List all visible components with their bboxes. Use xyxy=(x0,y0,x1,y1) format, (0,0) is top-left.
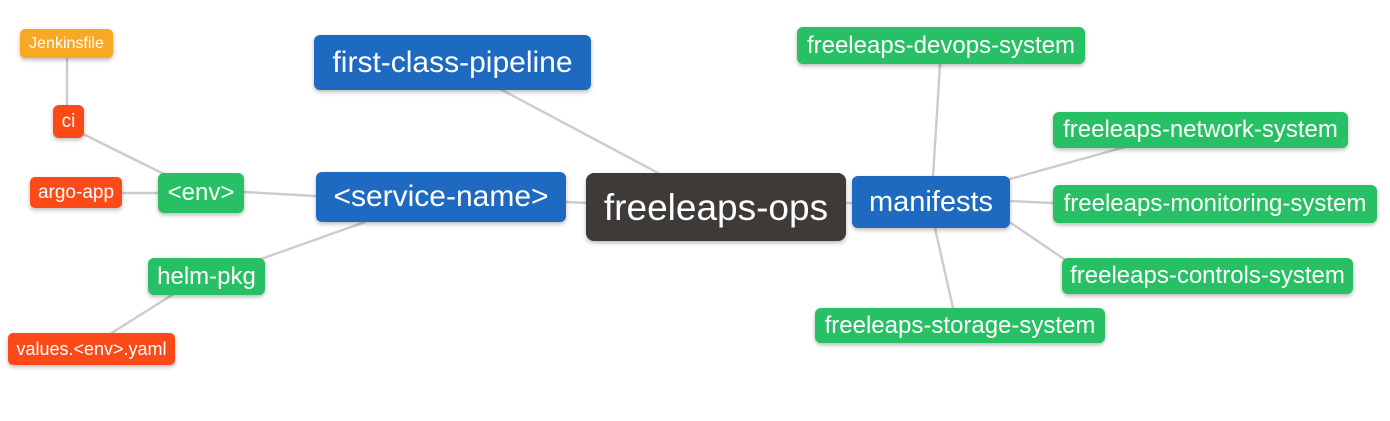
node-manifests[interactable]: manifests xyxy=(852,176,1010,228)
node-freeleaps-monitoring-system[interactable]: freeleaps-monitoring-system xyxy=(1053,185,1377,223)
node-freeleaps-storage-system[interactable]: freeleaps-storage-system xyxy=(815,308,1105,343)
edge-service-name-to-helm-pkg xyxy=(259,220,367,261)
edge-manifests-to-freeleaps-storage-system xyxy=(933,226,955,310)
node-values-env-yaml[interactable]: values.<env>.yaml xyxy=(8,333,175,365)
node-jenkinsfile[interactable]: Jenkinsfile xyxy=(20,29,113,58)
node-argo-app[interactable]: argo-app xyxy=(30,177,122,208)
edge-ci-to-env xyxy=(79,131,170,178)
edge-manifests-to-freeleaps-devops-system xyxy=(931,62,942,179)
edge-helm-pkg-to-values-env-yaml xyxy=(108,293,174,336)
node-helm-pkg[interactable]: helm-pkg xyxy=(148,258,265,295)
node-freeleaps-devops-system[interactable]: freeleaps-devops-system xyxy=(797,27,1085,64)
edge-service-name-to-freeleaps-ops xyxy=(564,200,589,205)
node-freeleaps-ops[interactable]: freeleaps-ops xyxy=(586,173,846,241)
node-env[interactable]: <env> xyxy=(158,173,244,213)
edge-manifests-to-freeleaps-monitoring-system xyxy=(1008,199,1055,205)
edge-manifests-to-freeleaps-network-system xyxy=(1008,145,1127,181)
edge-manifests-to-freeleaps-controls-system xyxy=(1009,221,1066,261)
node-service-name[interactable]: <service-name> xyxy=(316,172,566,222)
node-ci[interactable]: ci xyxy=(53,105,84,138)
node-first-class-pipeline[interactable]: first-class-pipeline xyxy=(314,35,591,90)
edge-first-class-pipeline-to-freeleaps-ops xyxy=(500,88,662,176)
node-freeleaps-controls-system[interactable]: freeleaps-controls-system xyxy=(1062,258,1353,294)
edge-env-to-service-name xyxy=(242,190,318,198)
node-freeleaps-network-system[interactable]: freeleaps-network-system xyxy=(1053,112,1348,148)
